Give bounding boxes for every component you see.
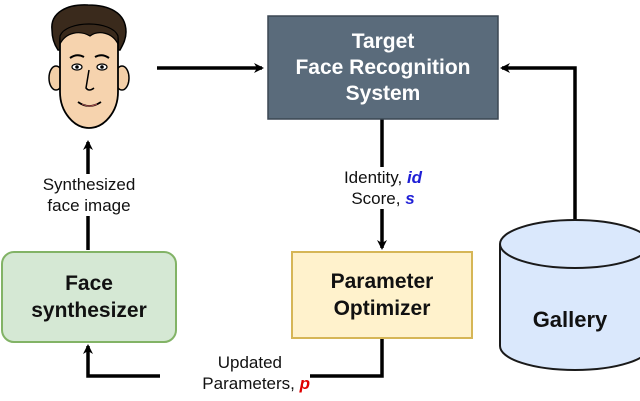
synthesized-label-line2: face image <box>47 196 131 215</box>
identity-line: Identity, id <box>318 167 448 188</box>
parameters-line: Parameters, p <box>160 373 310 394</box>
identity-score-label: Identity, id Score, s <box>318 167 448 209</box>
face-synthesizer-line1: Face <box>65 272 113 295</box>
gallery-database-cylinder <box>499 219 640 371</box>
synthesized-label-line1: Synthesized <box>42 175 136 194</box>
face-synthesizer-label: Face synthesizer <box>2 252 176 342</box>
face-recognition-system-box <box>267 15 499 120</box>
frs-label-line3: System <box>345 81 421 105</box>
parameter-optimizer-label: Parameter Optimizer <box>292 252 472 338</box>
parameter-optimizer-box <box>291 251 473 339</box>
cartoon-face-icon <box>48 4 130 129</box>
updated-parameters-label: Updated Parameters, p <box>160 352 310 394</box>
identity-var: id <box>406 168 423 187</box>
arrow-gallery-to-frs <box>500 63 577 222</box>
parameters-var: p <box>299 374 310 393</box>
identity-text: Identity, <box>343 168 407 187</box>
synthesized-face-image-label: Synthesized face image <box>14 174 164 216</box>
frs-label-line1: Target <box>351 29 415 53</box>
gallery-label-text: Gallery <box>532 307 608 332</box>
updated-line: Updated <box>217 353 282 372</box>
parameter-optimizer-line1: Parameter <box>330 270 434 293</box>
score-var: s <box>405 189 415 208</box>
parameter-optimizer-line2: Optimizer <box>333 297 431 320</box>
score-text: Score, <box>351 189 406 208</box>
frs-label-line2: Face Recognition <box>295 55 471 79</box>
frs-label: Target Face Recognition System <box>268 16 498 119</box>
face-synthesizer-box <box>1 251 177 343</box>
face-synthesizer-line2: synthesizer <box>31 299 147 322</box>
gallery-label: Gallery <box>510 300 630 340</box>
score-line: Score, s <box>318 188 448 209</box>
parameters-text: Parameters, <box>202 374 300 393</box>
